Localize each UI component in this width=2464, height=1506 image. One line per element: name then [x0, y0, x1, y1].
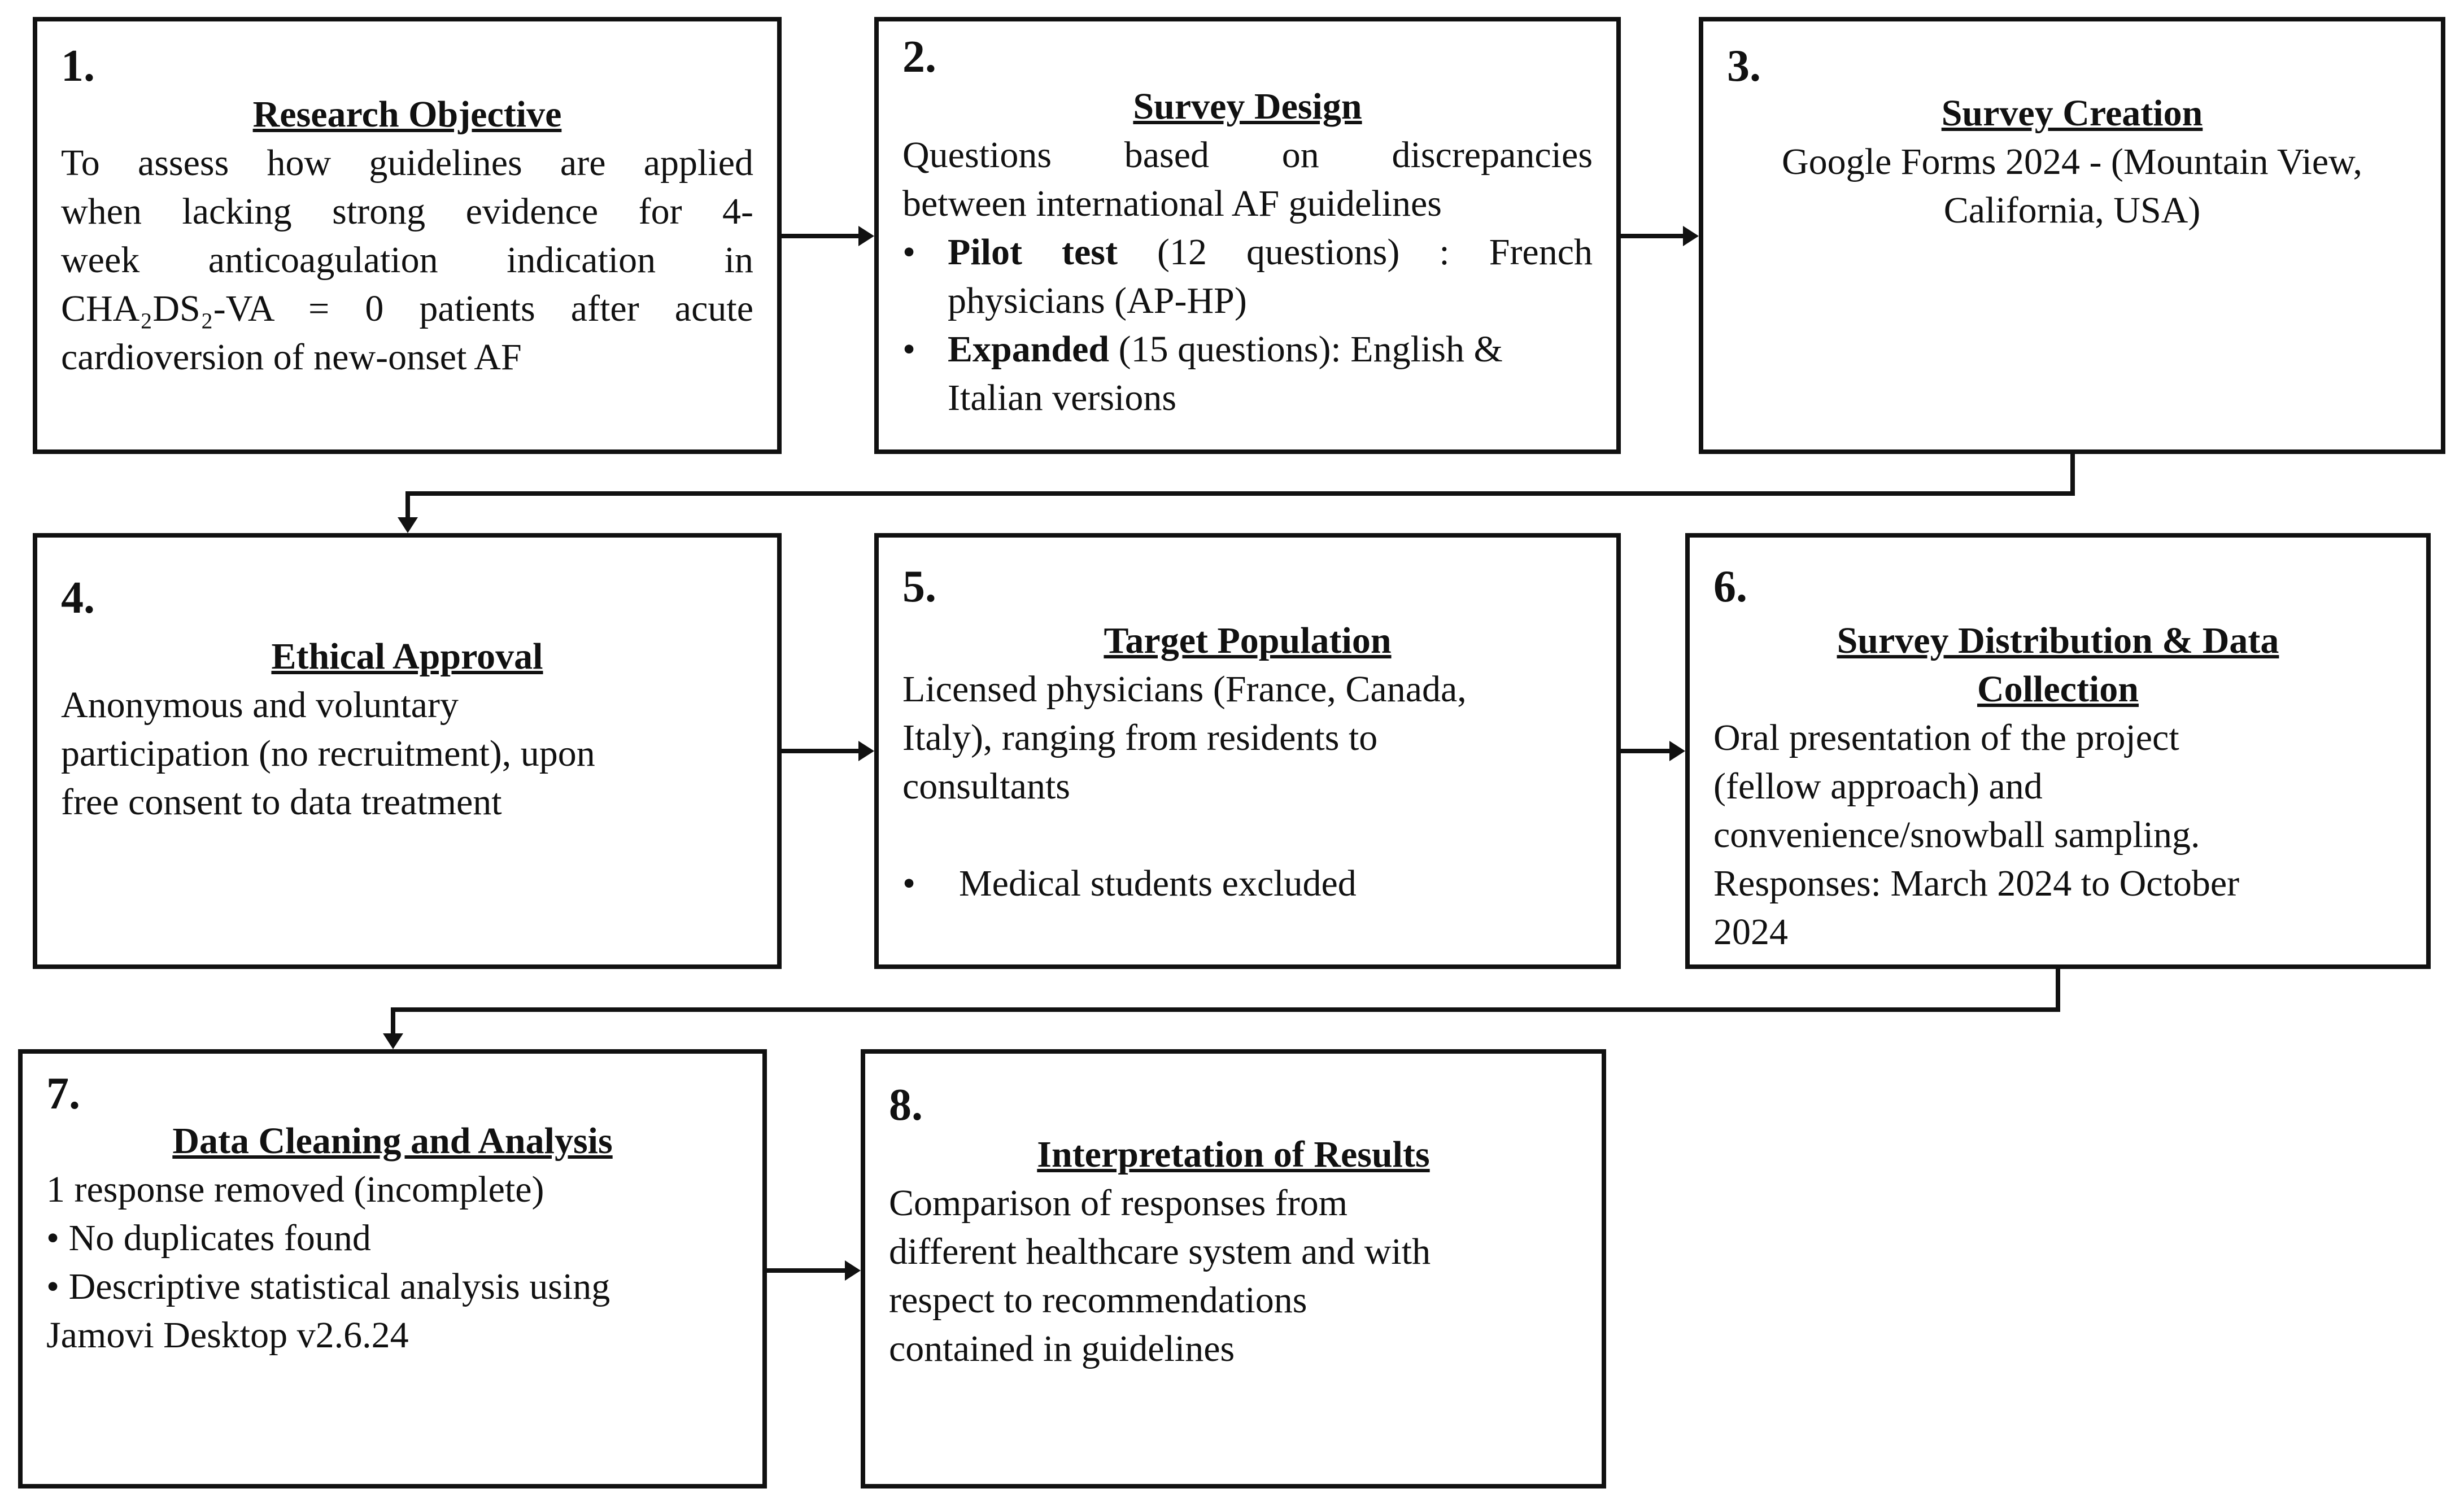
- step-5-line: Licensed physicians (France, Canada,: [902, 669, 1467, 710]
- step-box-6: 6. Survey Distribution & Data Collection…: [1685, 533, 2431, 969]
- bullet-text: Medical students excluded: [959, 863, 1357, 904]
- bullet-text: (12 questions) : French: [1117, 232, 1593, 273]
- step-5-bullet-item: • Medical students excluded: [902, 859, 1593, 908]
- step-5-line: Italy), ranging from residents to: [902, 717, 1378, 758]
- step-box-8: 8. Interpretation of Results Comparison …: [861, 1049, 1606, 1488]
- step-5-line: consultants: [902, 766, 1070, 807]
- step-title-6: Survey Distribution & Data Collection: [1690, 617, 2426, 714]
- spacer: [902, 811, 1593, 859]
- step-1-line: CHA₂DS₂-VA = 0 patients after acute: [61, 288, 753, 329]
- step-6-line: convenience/snowball sampling.: [1713, 814, 2200, 855]
- step-box-5: 5. Target Population Licensed physicians…: [874, 533, 1621, 969]
- arrowhead-7-to-8: [845, 1260, 861, 1281]
- step-8-line: contained in guidelines: [889, 1328, 1235, 1369]
- step-title-5: Target Population: [1104, 620, 1392, 661]
- bullet-first-line: Pilot test (12 questions) : French: [948, 228, 1593, 277]
- step-1-line: when lacking strong evidence for 4-: [61, 191, 753, 232]
- step-6-line: Oral presentation of the project: [1713, 717, 2179, 758]
- connector-6-to-7: [391, 969, 2060, 1038]
- step-6-line: (fellow approach) and: [1713, 766, 2043, 807]
- step-title-2: Survey Design: [1133, 86, 1362, 127]
- bullet-bold-label: Pilot test: [948, 232, 1118, 273]
- step-body-1: To assess how guidelines are applied whe…: [61, 139, 753, 382]
- step-number-8: 8.: [889, 1080, 923, 1130]
- step-number-3: 3.: [1727, 41, 1761, 91]
- bullet-glyph: •: [902, 863, 916, 904]
- step-title-1: Research Objective: [252, 94, 562, 135]
- arrowhead-2-to-3: [1683, 226, 1699, 246]
- step-box-2: 2. Survey Design Questions based on disc…: [874, 17, 1621, 454]
- step-body-8: Comparison of responses from different h…: [889, 1179, 1585, 1373]
- bullet-glyph: •: [902, 329, 916, 370]
- bullet-bold-label: Expanded: [948, 329, 1110, 370]
- step-body-5: Licensed physicians (France, Canada, Ita…: [902, 665, 1593, 908]
- step-7-line: • Descriptive statistical analysis using: [46, 1266, 610, 1307]
- step-number-4: 4.: [61, 573, 95, 623]
- step-6-line: Responses: March 2024 to October: [1713, 863, 2240, 904]
- step-4-line: Anonymous and voluntary: [61, 684, 459, 726]
- arrowhead-6-to-7: [383, 1033, 403, 1049]
- step-number-5: 5.: [902, 562, 936, 612]
- arrowhead-4-to-5: [858, 741, 874, 761]
- step-2-line: between international AF guidelines: [902, 183, 1442, 224]
- step-number-6: 6.: [1713, 562, 1747, 612]
- step-body-2: Questions based on discrepancies between…: [902, 131, 1593, 422]
- arrowhead-1-to-2: [858, 226, 874, 246]
- bullet-continuation: physicians (AP-HP): [948, 280, 1247, 321]
- step-title-3: Survey Creation: [1941, 93, 2203, 134]
- step-title-4: Ethical Approval: [271, 636, 543, 677]
- step-2-bullet-item: • Pilot test (12 questions) : French phy…: [902, 228, 1593, 325]
- step-2-line: Questions based on discrepancies: [902, 134, 1593, 176]
- step-number-1: 1.: [61, 41, 95, 91]
- step-8-line: respect to recommendations: [889, 1280, 1307, 1321]
- step-7-line: • No duplicates found: [46, 1217, 371, 1259]
- bullet-continuation: Italian versions: [948, 377, 1177, 418]
- step-4-line: free consent to data treatment: [61, 782, 502, 823]
- step-body-7: 1 response removed (incomplete) • No dup…: [46, 1165, 745, 1360]
- step-6-line: 2024: [1713, 911, 1788, 953]
- step-title-6-line: Collection: [1977, 669, 2139, 710]
- step-box-3: 3. Survey Creation Google Forms 2024 - (…: [1699, 17, 2445, 454]
- step-number-7: 7.: [46, 1069, 80, 1119]
- step-box-7: 7. Data Cleaning and Analysis 1 response…: [18, 1049, 767, 1488]
- step-3-line: Google Forms 2024 - (Mountain View,: [1781, 141, 2363, 182]
- step-number-2: 2.: [902, 32, 936, 82]
- step-1-line: cardioversion of new-onset AF: [61, 337, 522, 378]
- step-1-line: To assess how guidelines are applied: [61, 142, 753, 184]
- arrowhead-5-to-6: [1669, 741, 1685, 761]
- step-body-4: Anonymous and voluntary participation (n…: [61, 681, 753, 827]
- arrowhead-3-to-4: [398, 517, 418, 533]
- step-7-line: 1 response removed (incomplete): [46, 1169, 544, 1210]
- step-title-6-line: Survey Distribution & Data: [1837, 620, 2279, 661]
- step-3-line: California, USA): [1943, 190, 2201, 231]
- step-8-line: different healthcare system and with: [889, 1231, 1431, 1272]
- step-title-8: Interpretation of Results: [1037, 1134, 1430, 1175]
- step-box-4: 4. Ethical Approval Anonymous and volunt…: [33, 533, 782, 969]
- step-2-bullet-item: • Expanded (15 questions): English & Ita…: [902, 325, 1593, 422]
- step-1-line: week anticoagulation indication in: [61, 239, 753, 281]
- connector-3-to-4: [405, 454, 2075, 522]
- step-body-3: Google Forms 2024 - (Mountain View, Cali…: [1715, 138, 2430, 235]
- step-4-line: participation (no recruitment), upon: [61, 733, 595, 774]
- step-7-line: Jamovi Desktop v2.6.24: [46, 1315, 409, 1356]
- step-body-6: Oral presentation of the project (fellow…: [1713, 714, 2409, 957]
- step-box-1: 1. Research Objective To assess how guid…: [33, 17, 782, 454]
- bullet-text: (15 questions): English &: [1109, 329, 1503, 370]
- bullet-glyph: •: [902, 232, 916, 273]
- bullet-first-line: Expanded (15 questions): English &: [948, 325, 1593, 374]
- step-title-7: Data Cleaning and Analysis: [172, 1120, 613, 1162]
- step-8-line: Comparison of responses from: [889, 1182, 1348, 1224]
